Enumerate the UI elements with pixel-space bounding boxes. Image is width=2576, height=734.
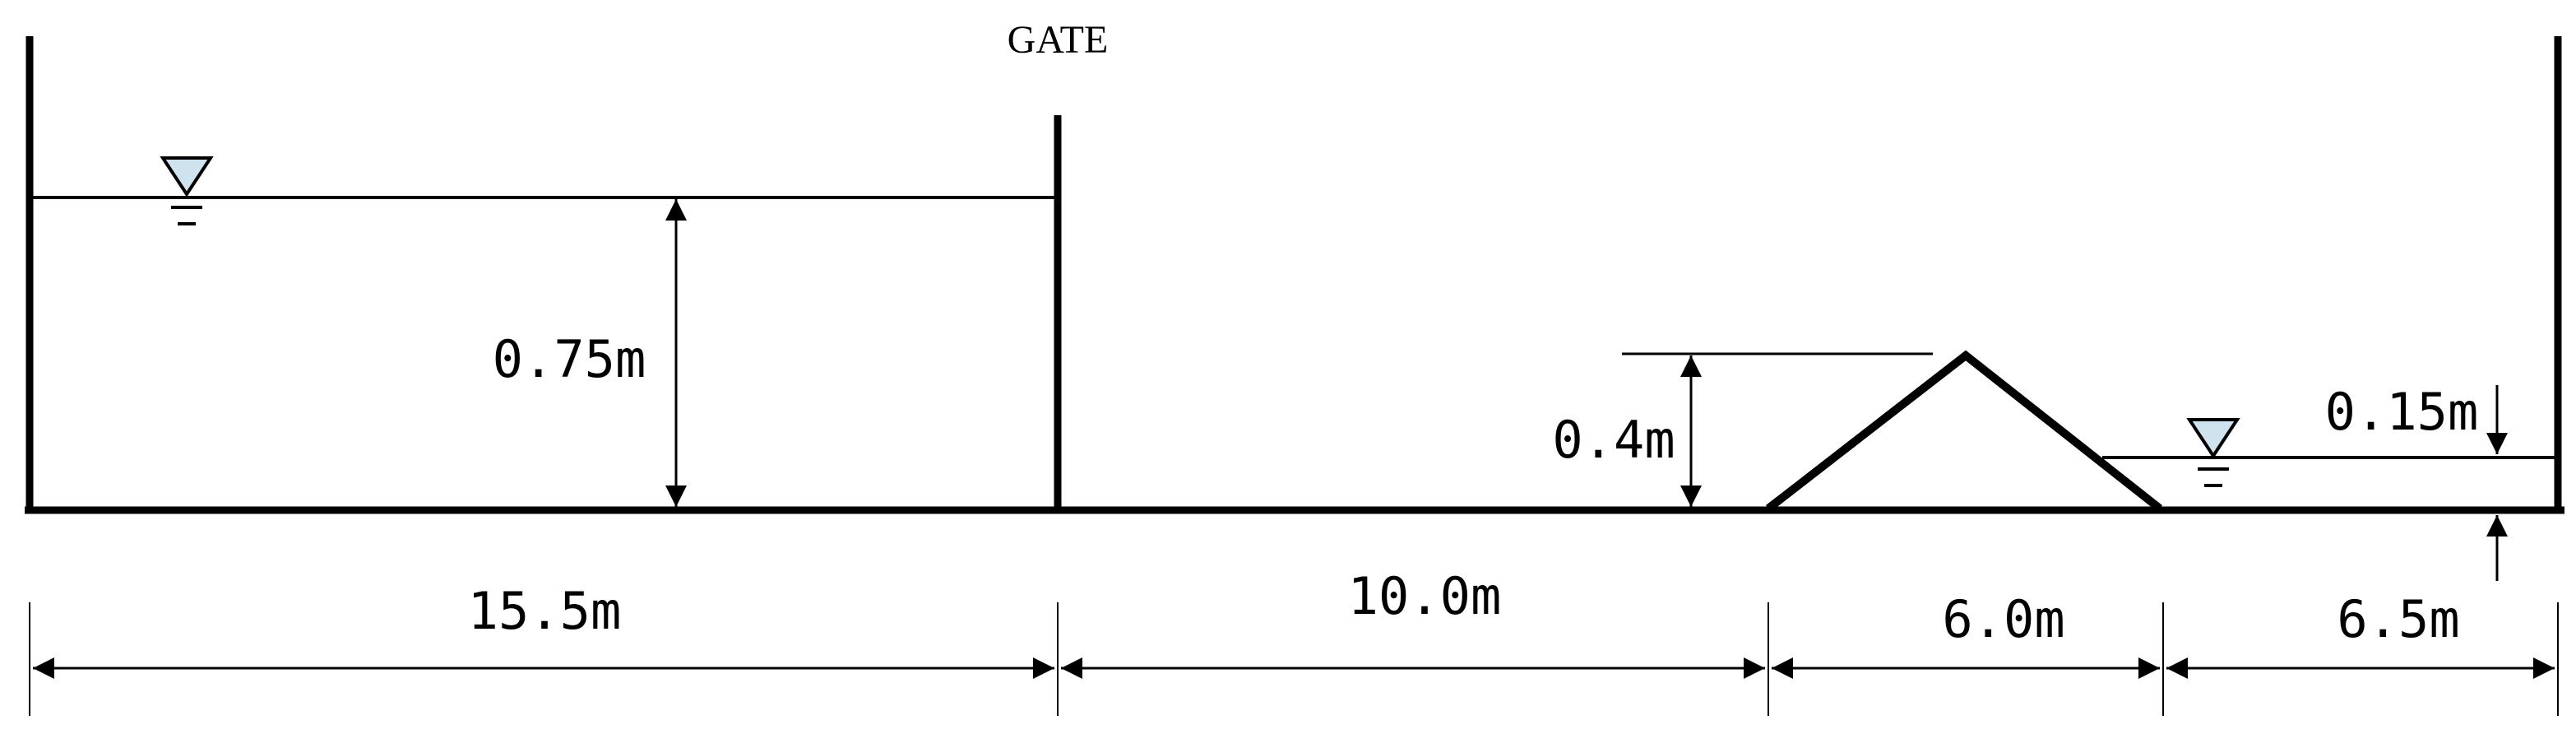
upstream-depth-label: 0.75m <box>493 329 646 389</box>
triangular-sill <box>1765 350 2163 512</box>
gate-label: GATE <box>1008 18 1109 62</box>
water-level-triangle-icon <box>160 156 214 225</box>
dimension-label-1: 15.5m <box>468 581 622 641</box>
dimension-label-4: 6.5m <box>2337 589 2459 649</box>
dimension-extension-lines <box>29 602 2559 716</box>
sill-height-label: 0.4m <box>1552 410 1675 470</box>
dimension-label-2: 10.0m <box>1348 566 1502 626</box>
water-level-triangle-icon <box>2186 418 2240 487</box>
dimension-label-3: 6.0m <box>1942 589 2064 649</box>
downstream-depth-label: 0.15m <box>2325 382 2479 442</box>
